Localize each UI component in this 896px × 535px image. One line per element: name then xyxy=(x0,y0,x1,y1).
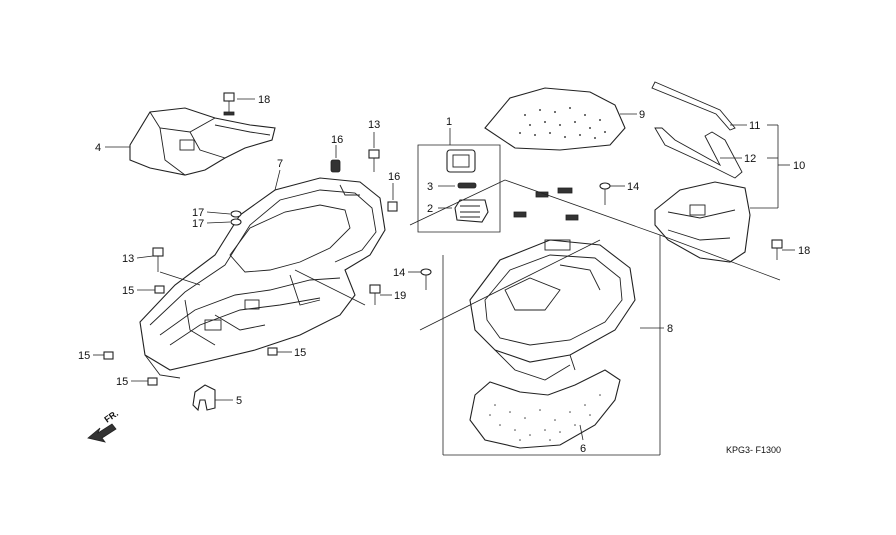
box-liner-part xyxy=(469,369,621,449)
luggage-box-frame-part xyxy=(139,177,386,379)
nut-15 xyxy=(103,285,278,386)
callout-17-upper: 17 xyxy=(192,207,204,219)
grommet-16-right xyxy=(387,201,398,212)
luggage-box-part xyxy=(469,187,636,381)
inner-cover-part xyxy=(129,107,276,176)
callout-18-upper: 18 xyxy=(258,94,270,106)
callout-15-a: 15 xyxy=(122,285,134,297)
grommet-16-left xyxy=(330,159,341,173)
callout-16-right: 16 xyxy=(388,171,400,183)
callout-18-right: 18 xyxy=(798,245,810,257)
washer-17 xyxy=(230,210,242,226)
seal-ring-part xyxy=(654,127,743,179)
callout-8: 8 xyxy=(667,323,673,335)
callout-4: 4 xyxy=(95,142,101,154)
callout-14-left: 14 xyxy=(393,267,405,279)
switch-assembly-part xyxy=(446,149,489,223)
callout-16-left: 16 xyxy=(331,134,343,146)
callout-13-left: 13 xyxy=(122,253,134,265)
box-mat-part xyxy=(484,87,626,151)
bolt-14-right xyxy=(599,182,611,205)
clip-part xyxy=(192,384,216,412)
bolt-13-upper xyxy=(368,149,380,172)
callout-9: 9 xyxy=(639,109,645,121)
callout-7: 7 xyxy=(277,158,283,170)
callout-19: 19 xyxy=(394,290,406,302)
bolt-14-left xyxy=(420,268,432,290)
callout-1: 1 xyxy=(446,116,452,128)
callout-labels: 18 4 13 16 16 7 17 17 13 15 15 15 15 5 1… xyxy=(78,94,810,455)
bolt-18-upper xyxy=(223,92,235,116)
callout-5: 5 xyxy=(236,395,242,407)
front-direction-label: FR. xyxy=(102,408,120,425)
bolt-19 xyxy=(369,284,381,305)
callout-6: 6 xyxy=(580,443,586,455)
seal-strip-part xyxy=(651,81,736,131)
diagram-code: KPG3- F1300 xyxy=(726,445,781,455)
callout-12: 12 xyxy=(744,153,756,165)
callout-2: 2 xyxy=(427,203,433,215)
callout-15-d: 15 xyxy=(294,347,306,359)
callout-14-right: 14 xyxy=(627,181,639,193)
bolt-13-left xyxy=(152,247,164,272)
bolt-18-right xyxy=(771,239,783,260)
light-housing-part xyxy=(654,181,751,263)
leader-lines xyxy=(93,98,795,456)
callout-15-c: 15 xyxy=(116,376,128,388)
callout-10: 10 xyxy=(793,160,805,172)
callout-13-upper: 13 xyxy=(368,119,380,131)
callout-3: 3 xyxy=(427,181,433,193)
callout-15-b: 15 xyxy=(78,350,90,362)
callout-11: 11 xyxy=(749,120,760,132)
front-direction-arrow: FR. xyxy=(87,408,120,443)
callout-17-lower: 17 xyxy=(192,218,204,230)
